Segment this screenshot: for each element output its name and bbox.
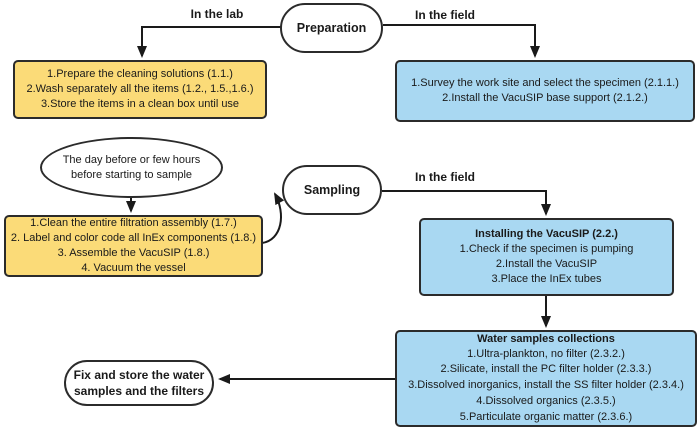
water-samples-title: Water samples collections bbox=[477, 332, 615, 345]
node-line: 1.Prepare the cleaning solutions (1.1.) bbox=[47, 68, 233, 80]
fix-store-label: Fix and store the water samples and the … bbox=[73, 368, 205, 398]
lab-prep-box: 1.Prepare the cleaning solutions (1.1.) … bbox=[13, 60, 267, 119]
node-line: 5.Particulate organic matter (2.3.6.) bbox=[459, 410, 633, 423]
node-line: 1.Clean the entire filtration assembly (… bbox=[30, 217, 237, 229]
edge-label-in-the-field-top: In the field bbox=[415, 8, 475, 22]
node-line: 2.Install the VacuSIP base support (2.1.… bbox=[442, 92, 648, 104]
day-before-ellipse: The day before or few hours before start… bbox=[40, 137, 223, 198]
fix-store-node: Fix and store the water samples and the … bbox=[64, 360, 214, 406]
node-line: 3. Assemble the VacuSIP (1.8.) bbox=[57, 247, 210, 259]
node-line: 2.Install the VacuSIP bbox=[495, 258, 598, 270]
node-line: 3.Store the items in a clean box until u… bbox=[40, 98, 240, 110]
lab-assembly-box: 1.Clean the entire filtration assembly (… bbox=[4, 215, 263, 277]
sampling-node: Sampling bbox=[282, 165, 382, 215]
installing-vacusip-title: Installing the VacuSIP (2.2.) bbox=[475, 228, 618, 240]
arrow-preparation-to-lab-prep bbox=[137, 26, 282, 58]
arrow-lab-assembly-to-sampling bbox=[261, 192, 285, 244]
arrow-sampling-to-installing bbox=[382, 190, 551, 216]
preparation-label: Preparation bbox=[296, 21, 367, 35]
node-line: 1.Ultra-plankton, no filter (2.3.2.) bbox=[467, 347, 625, 360]
sampling-label: Sampling bbox=[303, 183, 361, 197]
node-line: 3.Place the InEx tubes bbox=[491, 273, 602, 285]
node-line: 2. Label and color code all InEx compone… bbox=[10, 232, 257, 244]
node-line: 4.Dissolved organics (2.3.5.) bbox=[476, 394, 616, 407]
water-samples-box: Water samples collections 1.Ultra-plankt… bbox=[395, 330, 697, 427]
day-before-label: The day before or few hours before start… bbox=[62, 153, 201, 181]
node-line: 1.Check if the specimen is pumping bbox=[459, 243, 634, 255]
preparation-node: Preparation bbox=[280, 3, 383, 53]
edge-label-in-the-field-mid: In the field bbox=[415, 170, 475, 184]
edge-label-in-the-lab: In the lab bbox=[190, 7, 244, 21]
node-line: 2.Wash separately all the items (1.2., 1… bbox=[26, 83, 254, 95]
node-line: 4. Vacuum the vessel bbox=[81, 262, 186, 274]
field-survey-box: 1.Survey the work site and select the sp… bbox=[395, 60, 695, 122]
node-line: 2.Silicate, install the PC filter holder… bbox=[440, 363, 652, 376]
node-line: 1.Survey the work site and select the sp… bbox=[411, 77, 679, 89]
node-line: 3.Dissolved inorganics, install the SS f… bbox=[408, 379, 684, 392]
arrow-preparation-to-field-survey bbox=[383, 24, 540, 58]
installing-vacusip-box: Installing the VacuSIP (2.2.) 1.Check if… bbox=[419, 218, 674, 296]
